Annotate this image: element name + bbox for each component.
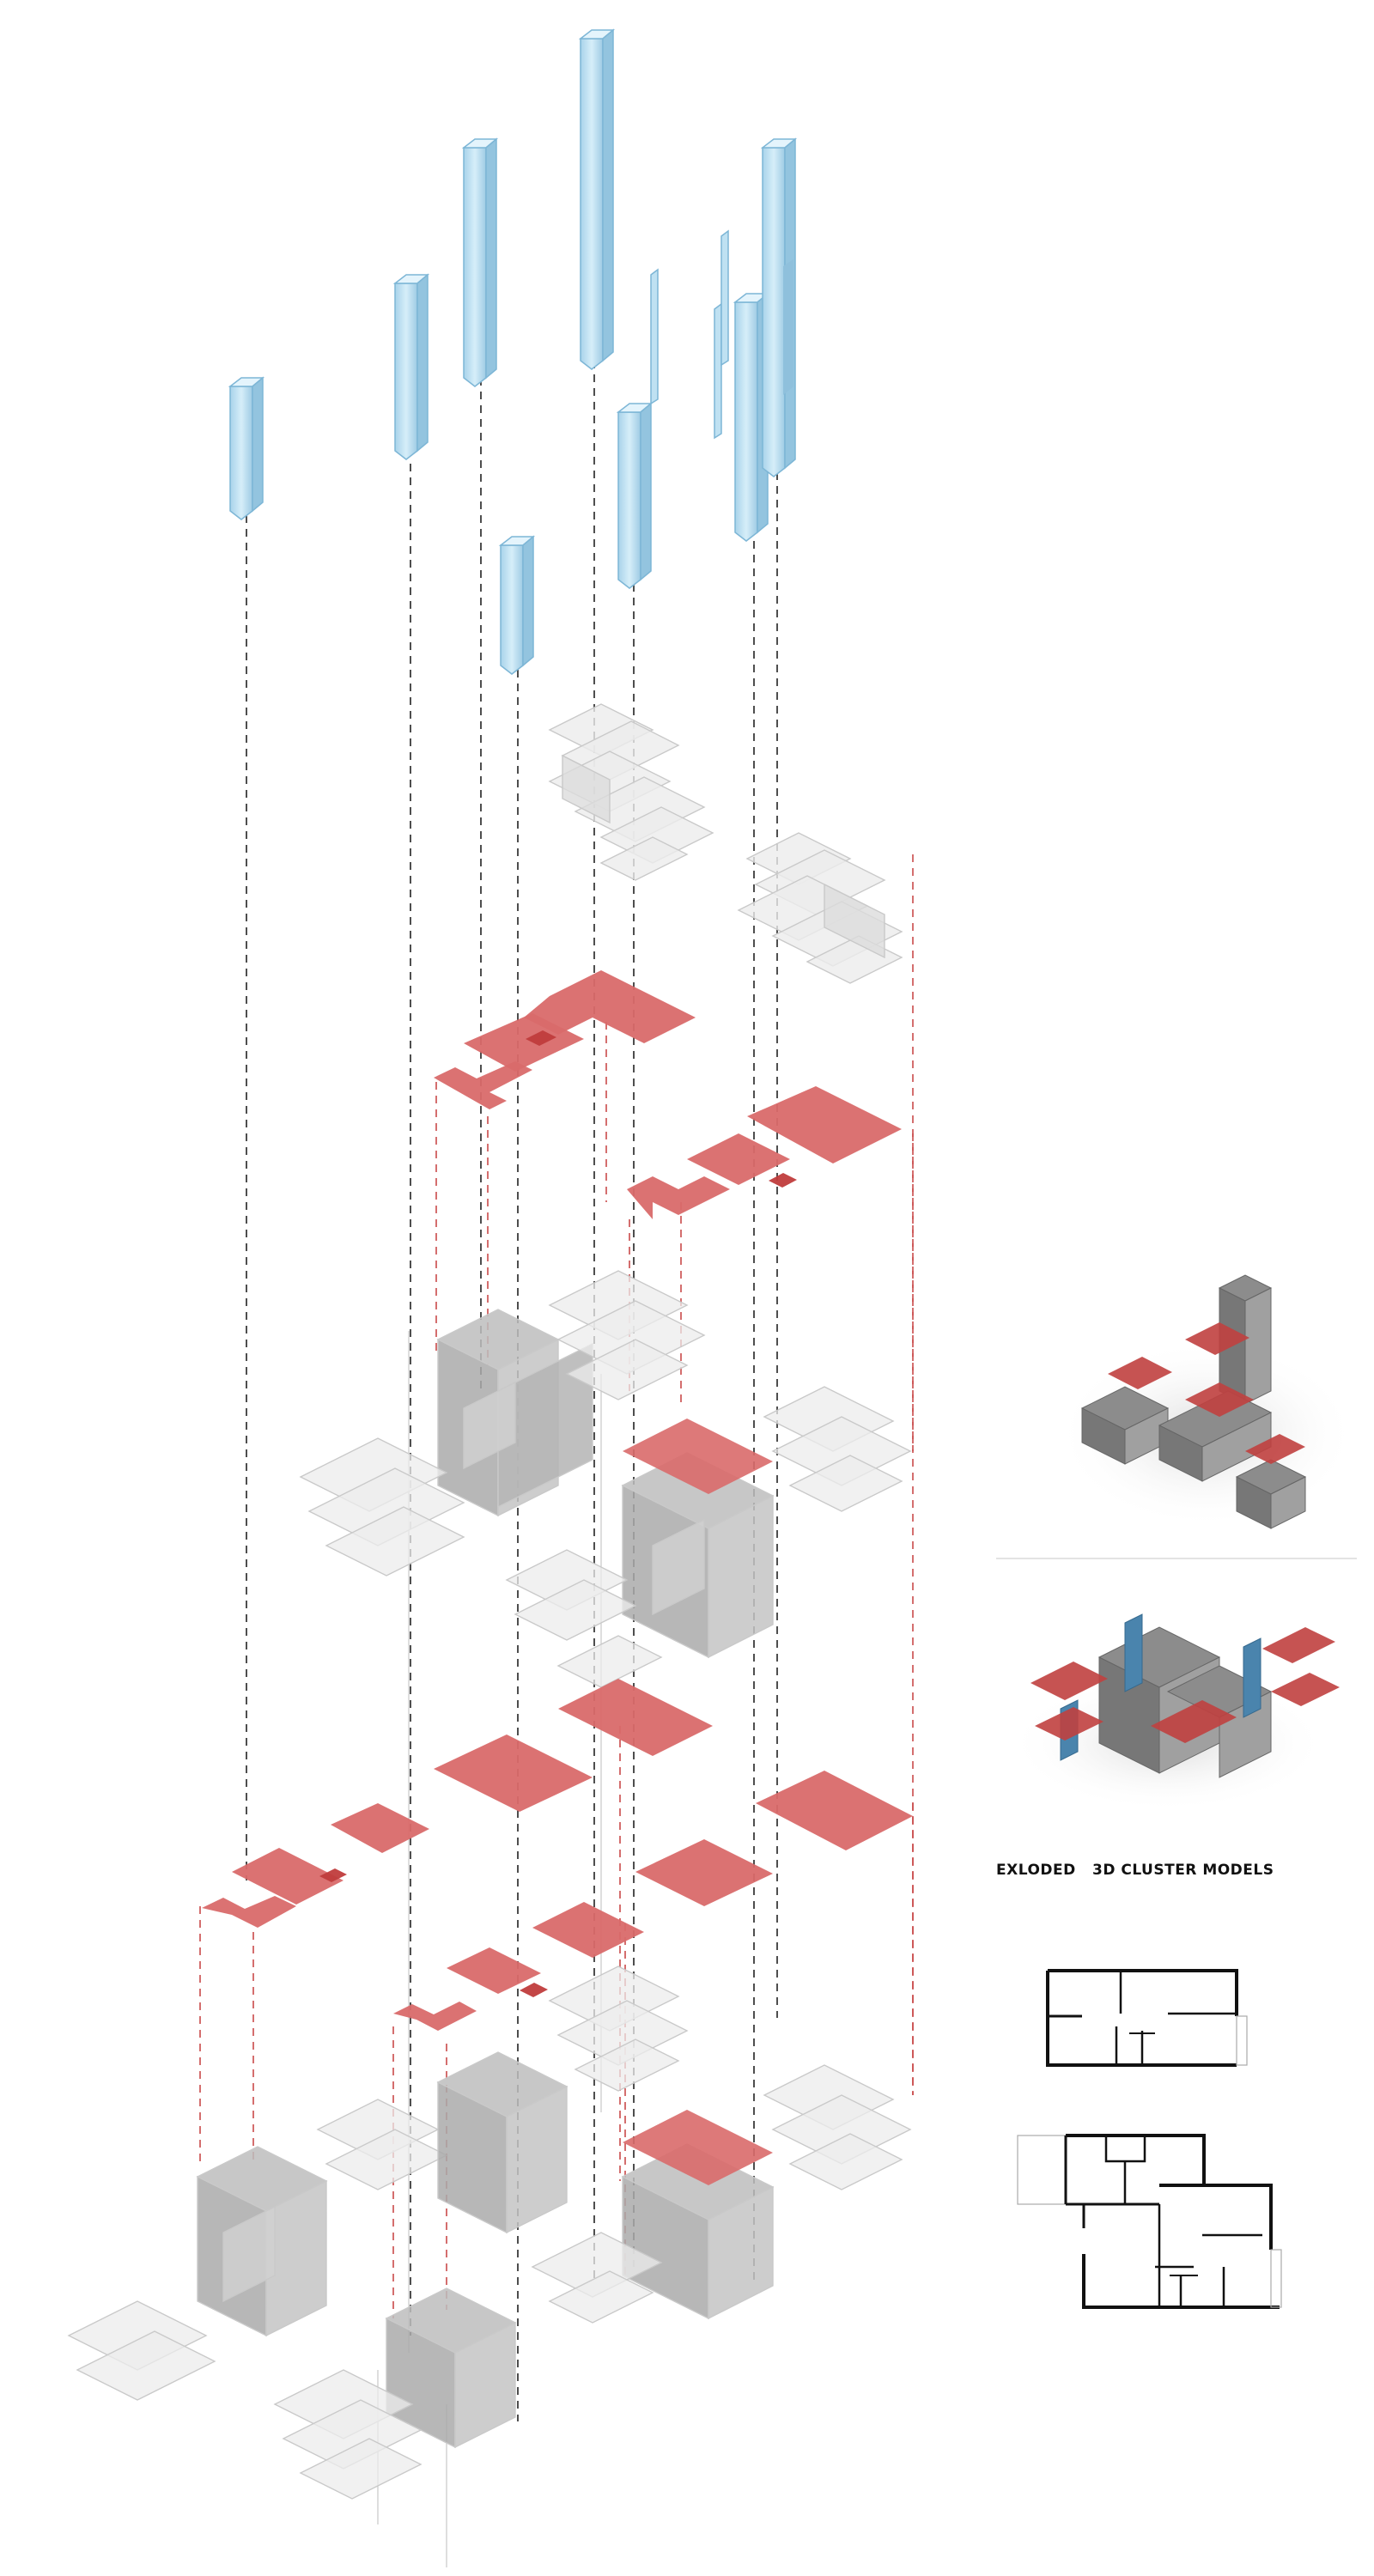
module-cluster-light	[273, 2232, 663, 2500]
floor-plan-small	[1046, 1969, 1248, 2067]
module-cluster-light	[299, 1270, 706, 1577]
glass-tower	[578, 28, 616, 370]
floor-plate-top	[623, 2110, 773, 2185]
glass-tower	[760, 137, 798, 477]
floor-plate-top	[623, 1419, 773, 1494]
module-cluster-light	[505, 1386, 912, 1688]
cluster-model-thumbnail-top	[1056, 1274, 1357, 1529]
module-cluster-light	[737, 832, 903, 984]
floor-plan-large	[1017, 2134, 1282, 2309]
module-cluster-dense	[621, 1452, 775, 1659]
glass-tower	[392, 273, 430, 460]
module-cluster-light	[548, 703, 714, 881]
floor-plate	[434, 970, 696, 1109]
floor-plate	[627, 1086, 902, 1219]
module-cluster-dense	[436, 1309, 593, 1517]
floor-plate	[202, 1679, 713, 1928]
module-cluster-dense	[436, 2051, 568, 2234]
module-cluster-dense	[196, 2146, 328, 2337]
floor-plate	[393, 1771, 913, 2031]
module-clusters	[67, 703, 912, 2500]
caption-label: EXLODED 3D CLUSTER MODELS	[996, 1862, 1274, 1879]
cluster-model-thumbnail-bottom	[1009, 1613, 1340, 1812]
floor-plates	[202, 970, 913, 2185]
glass-tower-thin	[714, 229, 729, 440]
glass-towers	[228, 28, 798, 675]
glass-tower	[498, 535, 536, 675]
module-cluster-light	[67, 2099, 448, 2401]
glass-tower	[461, 137, 499, 387]
glass-tower	[616, 402, 654, 589]
module-cluster-dense	[621, 2143, 775, 2320]
glass-tower-thin	[650, 268, 659, 405]
module-cluster-dense	[385, 2287, 517, 2449]
module-cluster-light	[763, 2064, 912, 2190]
glass-tower	[228, 376, 265, 520]
module-cluster-light	[548, 1965, 689, 2092]
